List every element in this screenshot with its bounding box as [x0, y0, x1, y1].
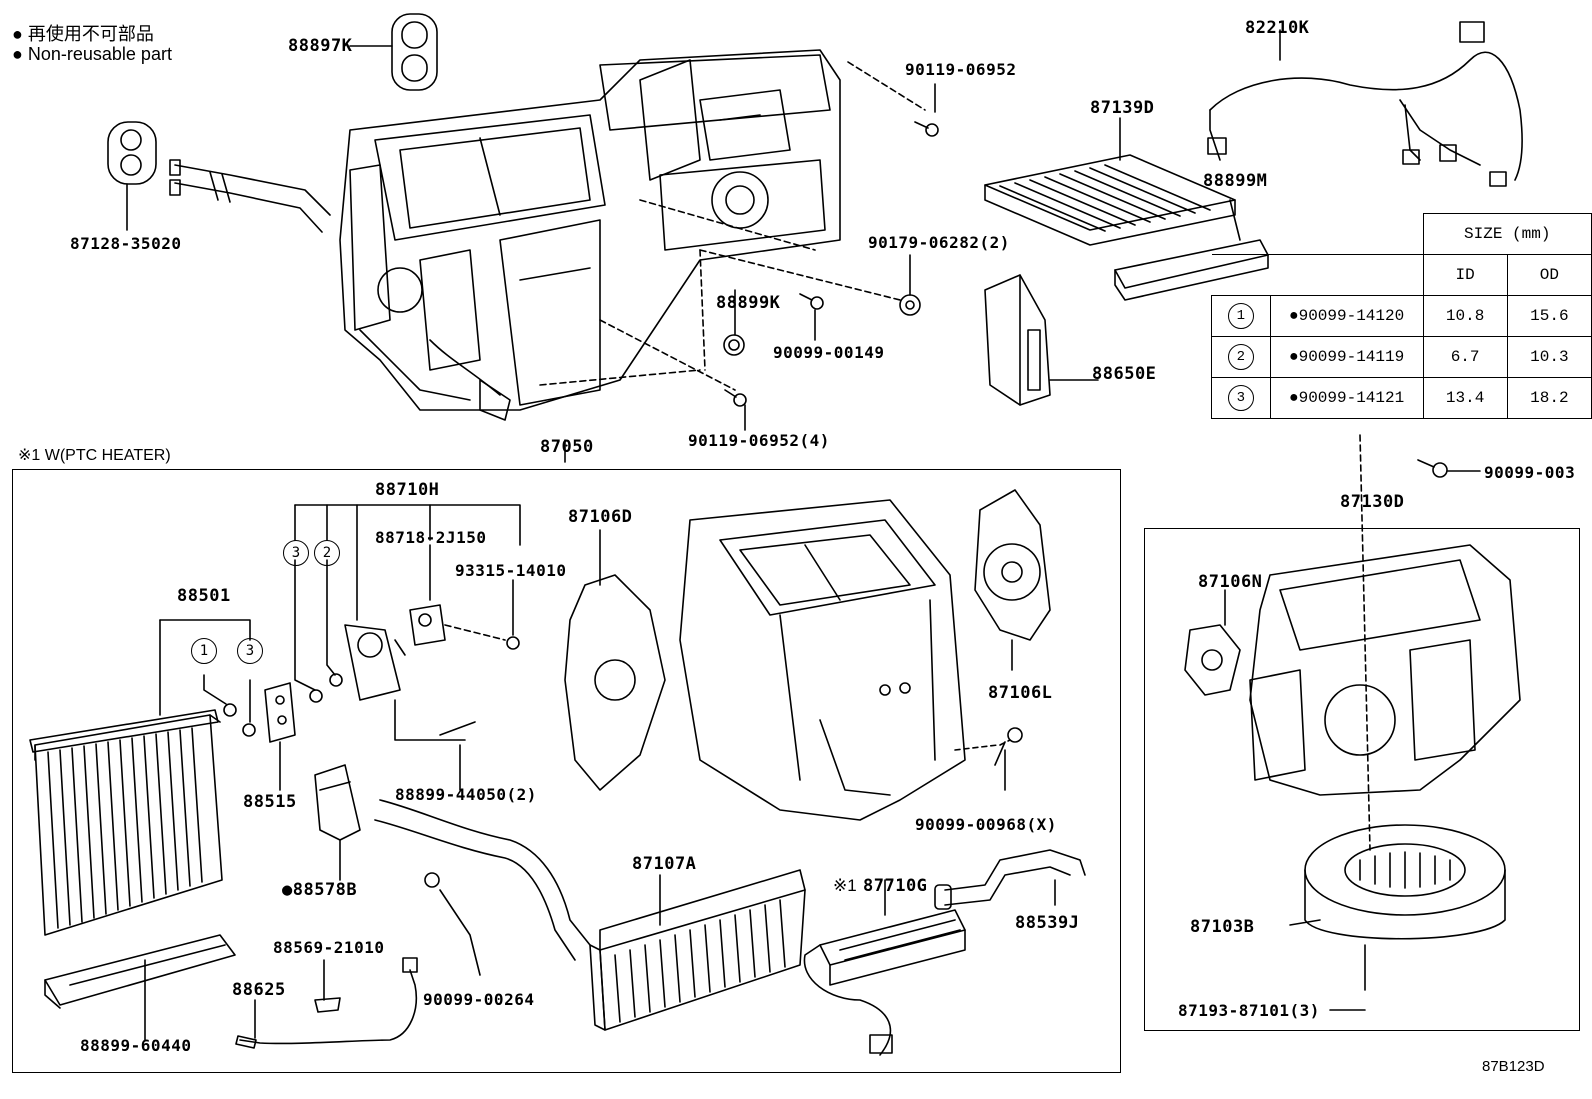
wire-harness-drawing	[1207, 21, 1523, 187]
label-82210K: 82210K	[1245, 18, 1310, 38]
legend-line-jp: ● 再使用不可部品	[12, 24, 154, 44]
label-88718-2J150: 88718-2J150	[375, 528, 487, 547]
label-88539J: 88539J	[1015, 913, 1080, 933]
table-row: 2 ●90099-14119 6.7 10.3	[1211, 336, 1592, 378]
screw-00264-drawing	[424, 872, 481, 976]
diagram-id: 87B123D	[1482, 1058, 1545, 1075]
bolt-drawings-top	[723, 121, 1481, 478]
row-part: ●90099-14119	[1269, 336, 1424, 378]
label-88515: 88515	[243, 792, 297, 812]
callout-3: 3	[1227, 385, 1254, 411]
label-88625: 88625	[232, 980, 286, 1000]
label-93315-14010: 93315-14010	[455, 561, 567, 580]
label-87128-35020: 87128-35020	[70, 234, 182, 253]
row-id: 6.7	[1422, 336, 1508, 378]
size-table-header: SIZE (mm)	[1422, 213, 1592, 255]
label-87106D: 87106D	[568, 507, 633, 527]
size-table-col-od: OD	[1506, 254, 1592, 296]
label-87103B: 87103B	[1190, 917, 1255, 937]
callout-3-oring: 3	[283, 540, 309, 566]
main-assembly-box	[12, 469, 1121, 1073]
label-88710H: 88710H	[375, 480, 440, 500]
screw-00968-drawing	[954, 727, 1023, 791]
hvac-assembly-drawing	[169, 49, 841, 421]
label-88897K: 88897K	[288, 36, 353, 56]
label-90099-00149: 90099-00149	[773, 343, 885, 362]
callout-1: 1	[1227, 303, 1254, 329]
row-part: ●90099-14120	[1269, 295, 1424, 337]
label-87710G: 87710G	[863, 876, 928, 896]
label-90099-00968: 90099-00968(X)	[915, 815, 1057, 834]
grommet-87128-drawing	[107, 121, 157, 185]
callout-1-oring: 1	[191, 638, 217, 664]
side-plate-87106D-drawing	[564, 529, 666, 791]
table-row: 1 ●90099-14120 10.8 15.6	[1211, 295, 1592, 337]
o-rings-drawing	[294, 504, 521, 791]
sensor-drawing	[235, 957, 418, 1049]
label-87139D: 87139D	[1090, 98, 1155, 118]
label-87106N: 87106N	[1198, 572, 1263, 592]
table-row: 3 ●90099-14121 13.4 18.2	[1211, 377, 1592, 419]
legend-line-en: ● Non-reusable part	[12, 44, 172, 64]
label-88899K: 88899K	[716, 293, 781, 313]
row-id: 10.8	[1422, 295, 1508, 337]
bracket-88718-drawing	[409, 544, 520, 650]
row-id: 13.4	[1422, 377, 1508, 419]
ptc-heater-drawing	[803, 879, 966, 1056]
blower-motor-drawing	[1289, 824, 1506, 1011]
ecu-drawing	[984, 274, 1099, 406]
label-87106L: 87106L	[988, 683, 1053, 703]
label-90119-06952-4: 90119-06952(4)	[688, 431, 830, 450]
label-87050: 87050	[540, 437, 594, 457]
expansion-valve-drawing	[264, 682, 296, 791]
row-od: 15.6	[1506, 295, 1592, 337]
pipe-cover-drawing	[314, 764, 361, 881]
label-88501: 88501	[177, 586, 231, 606]
grommet-88897K-drawing	[391, 13, 438, 91]
label-90179-06282: 90179-06282(2)	[868, 233, 1010, 252]
label-88899M: 88899M	[1203, 171, 1268, 191]
ptc-heater-note: ※1 W(PTC HEATER)	[18, 447, 171, 464]
evaporator-cover-drawing	[44, 934, 236, 1041]
ptc-ref-mark: ※1	[833, 876, 857, 895]
side-plate-87106L-drawing	[974, 489, 1051, 671]
blower-assembly-box	[1144, 528, 1580, 1031]
callout-3-oring-evap: 3	[237, 638, 263, 664]
side-plate-87106N-drawing	[1184, 589, 1241, 696]
callout-2-oring: 2	[314, 540, 340, 566]
callout-2: 2	[1227, 344, 1254, 370]
label-87130D: 87130D	[1340, 492, 1405, 512]
hose-drawing	[934, 849, 1086, 910]
label-87107A: 87107A	[632, 854, 697, 874]
label-90099-00264: 90099-00264	[423, 990, 535, 1009]
hvac-housing-lower-drawing	[679, 499, 966, 821]
heater-core-drawing	[374, 799, 806, 1031]
label-88650E: 88650E	[1092, 364, 1157, 384]
label-88899-44050: 88899-44050(2)	[395, 785, 537, 804]
row-part: ●90099-14121	[1269, 377, 1424, 419]
evaporator-drawing	[29, 619, 256, 936]
label-90119-06952: 90119-06952	[905, 60, 1017, 79]
row-od: 18.2	[1506, 377, 1592, 419]
label-88578B: ●88578B	[282, 880, 358, 900]
filter-drawing	[984, 117, 1236, 246]
blower-housing-drawing	[1249, 434, 1521, 851]
label-88569-21010: 88569-21010	[273, 938, 385, 957]
label-90099-003: 90099-003	[1484, 463, 1576, 482]
o-ring-size-table: SIZE (mm) ID OD 1 ●90099-14120 10.8 15.6…	[1211, 213, 1592, 419]
label-87193-87101: 87193-87101(3)	[1178, 1001, 1320, 1020]
label-88899-60440: 88899-60440	[80, 1036, 192, 1055]
row-od: 10.3	[1506, 336, 1592, 378]
size-table-col-id: ID	[1422, 254, 1508, 296]
